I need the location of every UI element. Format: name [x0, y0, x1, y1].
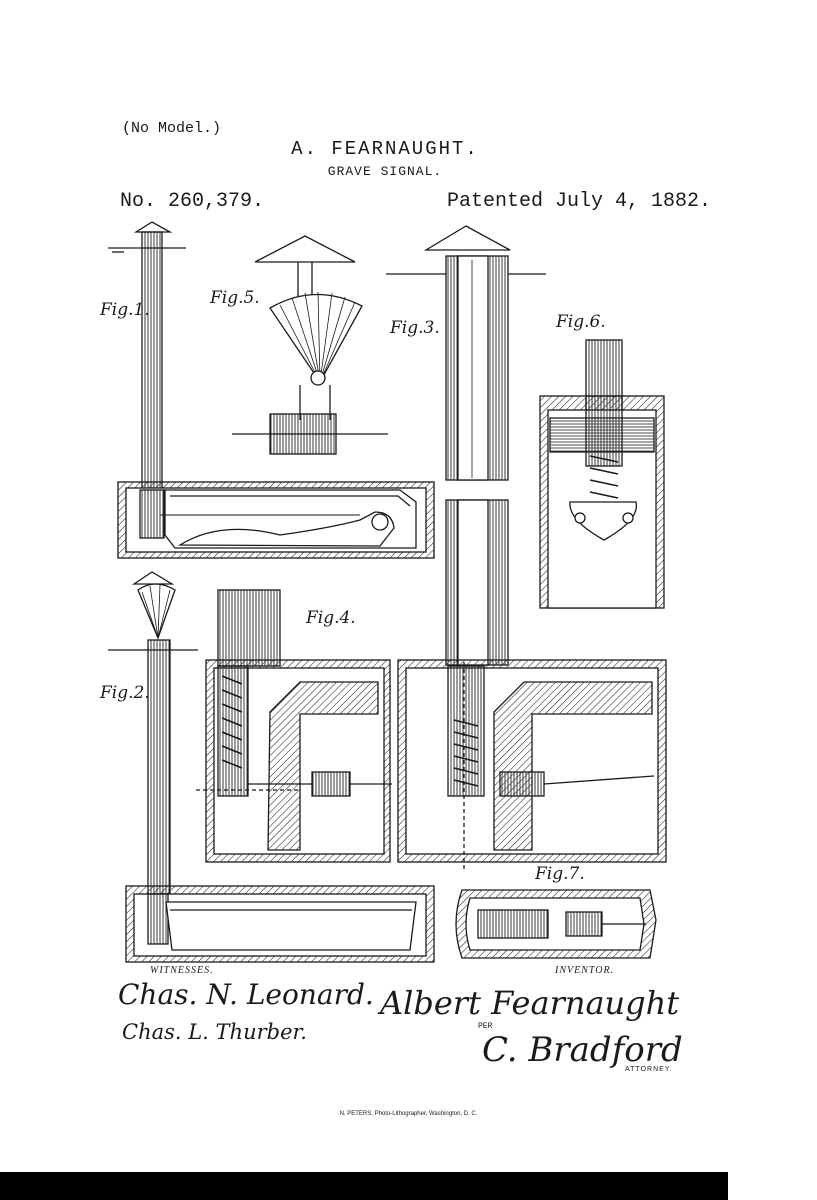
- inventor-label: INVENTOR.: [555, 965, 615, 976]
- figure-2-drawing: [108, 571, 435, 963]
- figure-1-drawing: [108, 221, 435, 559]
- per-label: PER: [478, 1022, 493, 1031]
- inventor-heading: A. FEARNAUGHT.: [291, 138, 479, 160]
- figure-5-drawing: [232, 235, 388, 455]
- figure-6-label: Fig.6.: [556, 312, 606, 332]
- figure-3-drawing: [386, 225, 667, 872]
- scan-edge-bar: [0, 1172, 728, 1200]
- figure-4-label: Fig.4.: [306, 608, 356, 628]
- figure-7-drawing: [455, 889, 657, 959]
- figure-4-drawing: [196, 589, 392, 863]
- inventor-signature: Albert Fearnaught: [380, 984, 680, 1022]
- lithographer-credit: N. PETERS, Photo-Lithographer, Washingto…: [339, 1111, 478, 1117]
- witness-signature-2: Chas. L. Thurber.: [122, 1020, 307, 1044]
- figure-3-label: Fig.3.: [390, 318, 440, 338]
- attorney-signature: C. Bradford: [482, 1030, 683, 1070]
- figure-7-label: Fig.7.: [535, 864, 585, 884]
- witnesses-label: WITNESSES.: [150, 965, 214, 976]
- attorney-label: ATTORNEY.: [625, 1066, 673, 1073]
- no-model-label: (No Model.): [122, 120, 222, 137]
- figure-2-label: Fig.2.: [100, 683, 150, 703]
- witness-signature-1: Chas. N. Leonard.: [118, 978, 374, 1011]
- patent-date: Patented July 4, 1882.: [447, 190, 712, 213]
- figure-5-label: Fig.5.: [210, 288, 260, 308]
- figure-6-drawing: [539, 339, 665, 609]
- figure-1-label: Fig.1.: [100, 300, 150, 320]
- patent-number: No. 260,379.: [120, 190, 265, 213]
- patent-subtitle: GRAVE SIGNAL.: [327, 164, 443, 179]
